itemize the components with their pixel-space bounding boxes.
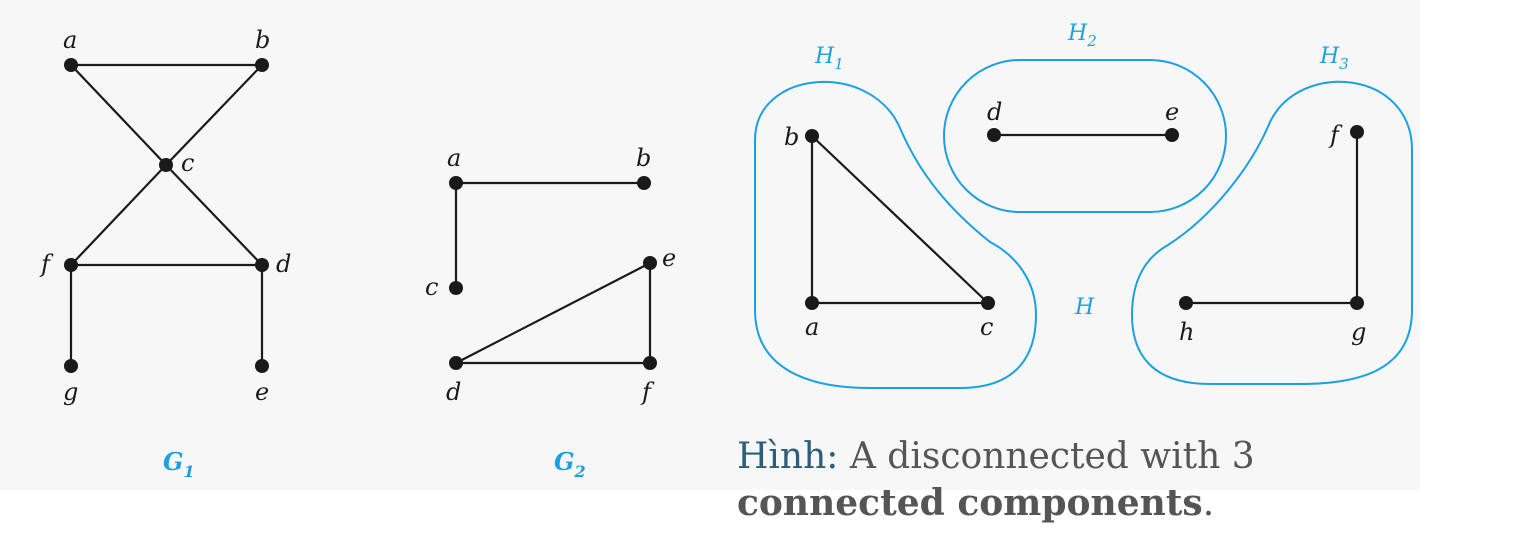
g1-edge-a-c [70, 64, 167, 166]
g1-label-g: g [63, 378, 78, 406]
h-edge-b-c [811, 135, 989, 304]
h-label-g: g [1351, 318, 1366, 346]
g2-title: G2 [554, 447, 586, 481]
g1-vertex-d [255, 258, 269, 272]
g1-vertex-a [64, 58, 78, 72]
h-vertex-a [805, 296, 819, 310]
g1-label-e: e [255, 378, 269, 406]
g1-vertex-e [255, 359, 269, 373]
g2-vertex-d [449, 356, 463, 370]
graph-g1: a b c f d g e G1 [39, 26, 291, 481]
h-vertex-h [1179, 296, 1193, 310]
g2-vertex-e [643, 256, 657, 270]
g1-edge-b-c [165, 64, 263, 166]
g1-edges [69, 63, 264, 366]
g1-label-b: b [255, 26, 270, 54]
g1-vertex-c [159, 158, 173, 172]
graph-g2: a b c e d f G2 [425, 144, 676, 481]
h-vertex-c [981, 296, 995, 310]
h-vertex-e [1165, 128, 1179, 142]
g1-label-a: a [63, 26, 77, 54]
g1-edge-c-f [70, 164, 167, 266]
caption-prefix: Hình: [737, 436, 839, 477]
g2-label-b: b [636, 144, 651, 172]
figure-caption: Hình: A disconnected with 3 connected com… [737, 434, 1517, 527]
g1-vertex-b [255, 58, 269, 72]
caption-end: . [1202, 483, 1215, 524]
component-h3-title: H3 [1319, 44, 1349, 73]
graph-h: b a c d e f h g H1 H2 H3 H [754, 21, 1413, 389]
h-label-c: c [980, 313, 993, 341]
g1-label-c: c [181, 149, 194, 177]
g1-title: G1 [163, 447, 195, 481]
caption-text: A disconnected with 3 [838, 436, 1255, 477]
g1-edge-c-d [165, 164, 263, 266]
component-h2-outline [943, 59, 1227, 213]
g1-label-d: d [276, 250, 291, 278]
g2-label-e: e [662, 244, 676, 272]
g2-edges [454, 181, 652, 365]
graph-h-title: H [1074, 295, 1095, 320]
h-label-b: b [784, 123, 799, 151]
component-h2-title: H2 [1067, 21, 1097, 50]
h-label-d: d [987, 98, 1002, 126]
h-vertex-g [1350, 296, 1364, 310]
component-h1-title: H1 [814, 44, 844, 73]
h-edges [810, 132, 1359, 305]
g2-vertices [449, 176, 657, 370]
g1-vertex-g [64, 359, 78, 373]
g2-vertex-c [449, 281, 463, 295]
g2-vertex-f [643, 356, 657, 370]
g2-edge-d-e [455, 262, 651, 364]
figure-background [0, 0, 1420, 490]
h-label-h: h [1179, 318, 1194, 346]
g2-label-a: a [447, 144, 461, 172]
h-vertex-d [987, 128, 1001, 142]
h-label-e: e [1165, 98, 1179, 126]
g2-label-c: c [425, 273, 438, 301]
g1-vertex-f [64, 258, 78, 272]
h-vertex-f [1350, 125, 1364, 139]
g2-vertex-b [637, 176, 651, 190]
h-vertex-b [805, 129, 819, 143]
g1-vertices [64, 58, 269, 373]
g2-label-d: d [446, 378, 461, 406]
h-label-a: a [805, 313, 819, 341]
g2-vertex-a [449, 176, 463, 190]
component-h1-outline [754, 80, 1038, 389]
component-h3-outline [1130, 80, 1413, 385]
h-vertices [805, 125, 1364, 310]
caption-bold: connected components [737, 482, 1203, 524]
